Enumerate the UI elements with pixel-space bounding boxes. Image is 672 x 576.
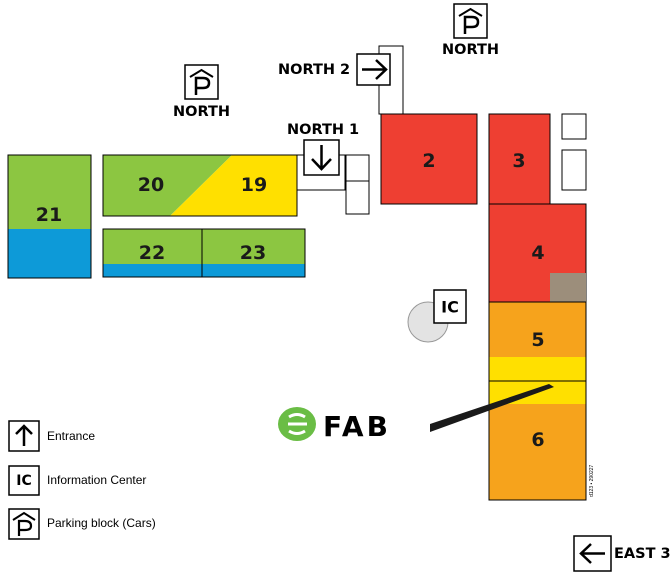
hall-2[interactable]: 2 [380,113,478,205]
hall-23-label: 23 [240,242,266,264]
hall-19-label: 19 [241,174,267,196]
hall-22-label: 22 [139,242,165,264]
parking-icon [184,64,219,100]
legend-info-center: IC Information Center [8,465,146,496]
gate-east-3-label: EAST 3 [614,546,671,562]
efab-logo: FAB [278,384,554,443]
information-center[interactable]: IC [407,289,467,343]
parking-north-right[interactable]: NORTH [442,3,499,58]
hall-6[interactable]: 6 [489,381,586,500]
legend-entrance: Entrance [8,420,95,452]
legend-entrance-label: Entrance [47,429,95,443]
gate-north-2[interactable]: NORTH 2 [278,53,391,86]
hall-23[interactable]: 23 [202,229,305,277]
hall-20-label: 20 [138,174,164,196]
parking-north-left[interactable]: NORTH [173,64,230,120]
hall-3[interactable]: 3 [488,113,551,205]
entrance-arrow-down-icon [303,139,340,176]
info-center-code: IC [441,298,459,317]
legend-ic-code: IC [16,473,31,489]
legend-parking-label: Parking block (Cars) [47,516,156,530]
gate-east-3[interactable]: EAST 3 [573,535,671,572]
gate-north-1[interactable]: NORTH 1 [287,122,359,176]
entrance-arrow-right-icon [356,53,391,86]
parking-icon [8,508,40,540]
hall-22[interactable]: 22 [103,229,202,277]
hall-5-label: 5 [531,329,544,351]
hall-2-label: 2 [422,150,435,172]
hall-6-label: 6 [531,429,544,451]
logo-pointer [430,384,554,432]
hall-21[interactable]: 21 [7,154,92,279]
entrance-arrow-left-icon [573,535,612,572]
gate-north-1-label: NORTH 1 [287,122,359,138]
legend-info-center-label: Information Center [47,473,146,487]
hall-19[interactable]: 19 [170,155,297,216]
hall-22-23-outline [102,228,306,278]
logo-text: FAB [323,410,391,443]
hall-5[interactable]: 5 [489,302,586,381]
entrance-arrow-up-icon [8,420,40,452]
parking-north-right-label: NORTH [442,42,499,58]
parking-icon [453,3,488,39]
grey-block [550,273,586,302]
hall-3-label: 3 [512,150,525,172]
hall-20[interactable]: 20 [103,155,232,216]
legend: Entrance IC Information Center Parking b… [8,420,156,540]
hall-4-label: 4 [531,242,544,264]
code-mark: d123 • 290227 [589,464,595,497]
hall-21-label: 21 [36,204,62,226]
parking-north-left-label: NORTH [173,104,230,120]
legend-parking: Parking block (Cars) [8,508,156,540]
hall-4[interactable]: 4 [488,203,587,303]
gate-north-2-label: NORTH 2 [278,62,350,78]
